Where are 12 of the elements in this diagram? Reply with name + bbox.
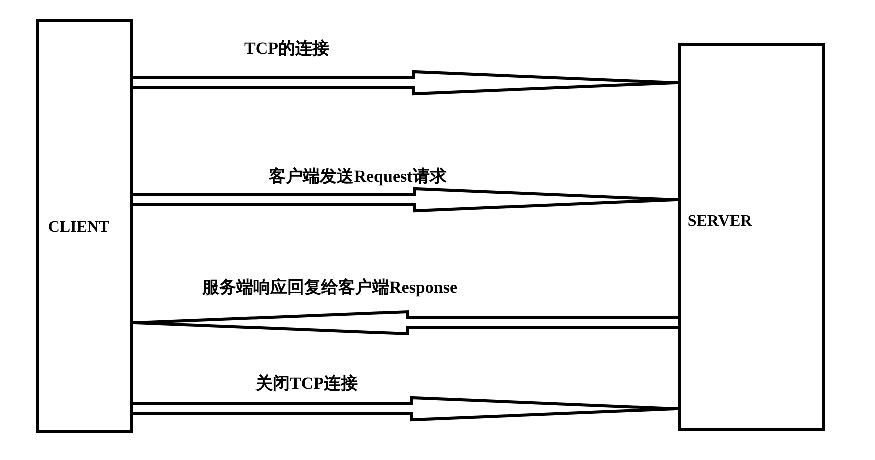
edge-label: 服务端响应回复给客户端Response (202, 277, 458, 298)
edge-label: TCP的连接 (244, 38, 330, 59)
edge-label: 客户端发送Request请求 (269, 166, 447, 187)
block-arrow (132, 396, 680, 422)
node-label: CLIENT (48, 218, 110, 238)
node-label: SERVER (688, 212, 752, 232)
block-arrow (132, 187, 680, 213)
server-box (678, 43, 825, 431)
block-arrow (132, 310, 680, 336)
block-arrow (132, 70, 680, 96)
client-box (36, 19, 133, 433)
edge-label: 关闭TCP连接 (256, 373, 358, 394)
